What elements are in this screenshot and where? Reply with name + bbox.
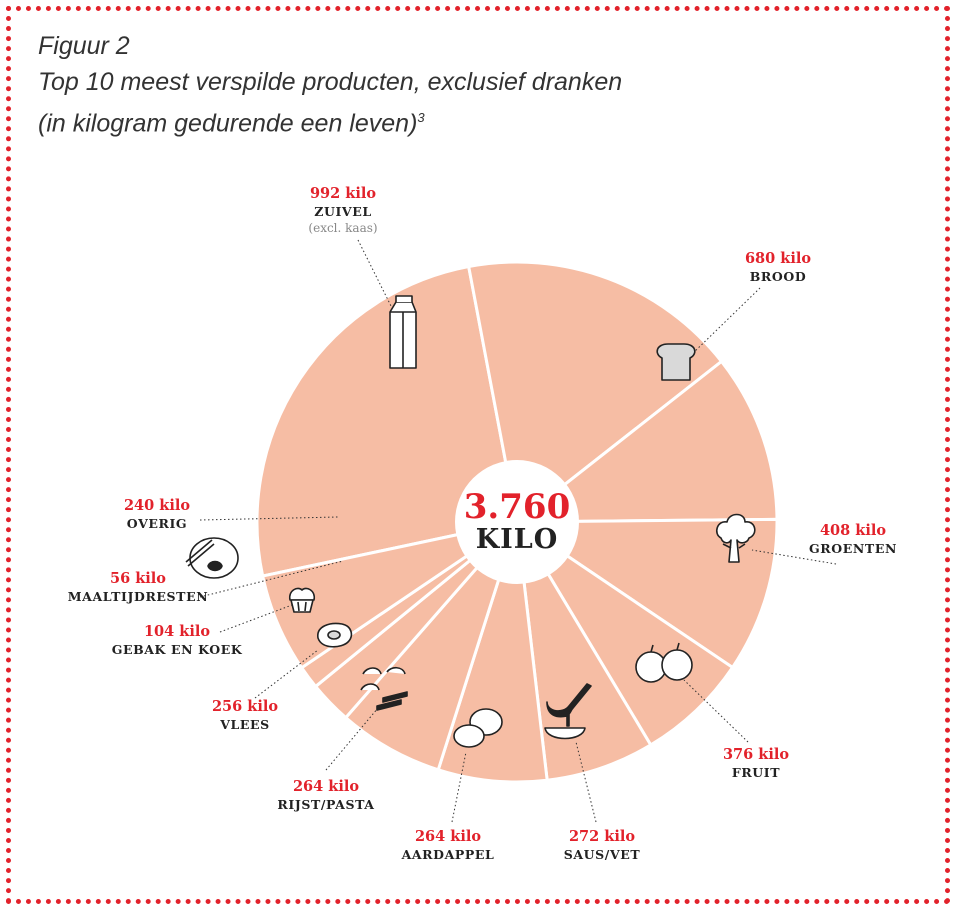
category-label-fruit: FRUIT: [732, 765, 780, 780]
steak-icon: [317, 622, 353, 648]
pie-slice-fruit: [512, 517, 779, 670]
leader-line-fruit: [683, 679, 749, 743]
category-label-saus-vet: SAUS/VET: [564, 847, 641, 862]
value-label-gebak-en-koek: 104 kilo: [144, 623, 210, 640]
category-label-brood: BROOD: [750, 269, 807, 284]
category-label-rijst-pasta: RIJST/PASTA: [277, 797, 374, 812]
pie-slice-rijst-pasta: [436, 521, 549, 784]
title-block: Figuur 2 Top 10 meest verspilde producte…: [38, 28, 622, 141]
note-label-zuivel: (excl. kaas): [308, 221, 377, 235]
category-label-vlees: VLEES: [219, 717, 270, 732]
pie-slice-brood: [466, 260, 724, 525]
category-label-aardappel: AARDAPPEL: [401, 847, 495, 862]
category-label-zuivel: ZUIVEL: [314, 204, 372, 219]
center-unit: KILO: [476, 524, 559, 555]
center-hole: [455, 460, 579, 584]
category-label-groenten: GROENTEN: [809, 541, 897, 556]
cupcake-icon: [288, 587, 316, 613]
value-label-aardappel: 264 kilo: [415, 828, 481, 845]
value-label-zuivel: 992 kilo: [310, 185, 376, 202]
apples-icon: [635, 642, 693, 683]
chart-subtitle-text: (in kilogram gedurende een leven): [38, 109, 418, 138]
dotted-frame: [6, 6, 950, 904]
leader-line-maaltijdresten: [199, 560, 344, 598]
chart-title: Top 10 meest verspilde producten, exclus…: [38, 68, 623, 96]
bread-icon: [656, 343, 696, 381]
pie-slice-aardappel: [515, 521, 653, 782]
value-label-maaltijdresten: 56 kilo: [110, 570, 166, 587]
value-label-rijst-pasta: 264 kilo: [293, 778, 359, 795]
leader-line-brood: [689, 287, 761, 357]
value-label-vlees: 256 kilo: [212, 698, 278, 715]
value-label-overig: 240 kilo: [124, 497, 190, 514]
value-label-groenten: 408 kilo: [820, 522, 886, 539]
milk-carton-icon: [389, 295, 417, 369]
plate-cutlery-icon: [185, 537, 239, 579]
chart-subtitle: (in kilogram gedurende een leven)3: [38, 100, 622, 141]
category-label-gebak-en-koek: GEBAK EN KOEK: [112, 642, 243, 657]
value-label-brood: 680 kilo: [745, 250, 811, 267]
leader-line-saus-vet: [575, 741, 597, 823]
figure-label: Figuur 2: [38, 32, 130, 60]
pie-slice-zuivel: [255, 264, 519, 578]
value-label-fruit: 376 kilo: [723, 746, 789, 763]
pie-slice-groenten: [512, 359, 779, 524]
category-label-overig: OVERIG: [127, 516, 187, 531]
category-label-maaltijdresten: MAALTIJDRESTEN: [68, 589, 209, 604]
value-label-saus-vet: 272 kilo: [569, 828, 635, 845]
potatoes-icon: [453, 708, 503, 748]
broccoli-icon: [715, 513, 756, 563]
leader-line-overig: [199, 516, 339, 521]
center-total: 3.760: [464, 487, 570, 527]
pie-slice-saus-vet: [515, 520, 735, 748]
sauce-ladle-icon: [544, 683, 592, 740]
leader-line-rijst-pasta: [325, 707, 379, 771]
footnote-marker: 3: [417, 110, 425, 125]
leader-line-vlees: [254, 649, 319, 699]
pasta-icon: [360, 666, 408, 711]
